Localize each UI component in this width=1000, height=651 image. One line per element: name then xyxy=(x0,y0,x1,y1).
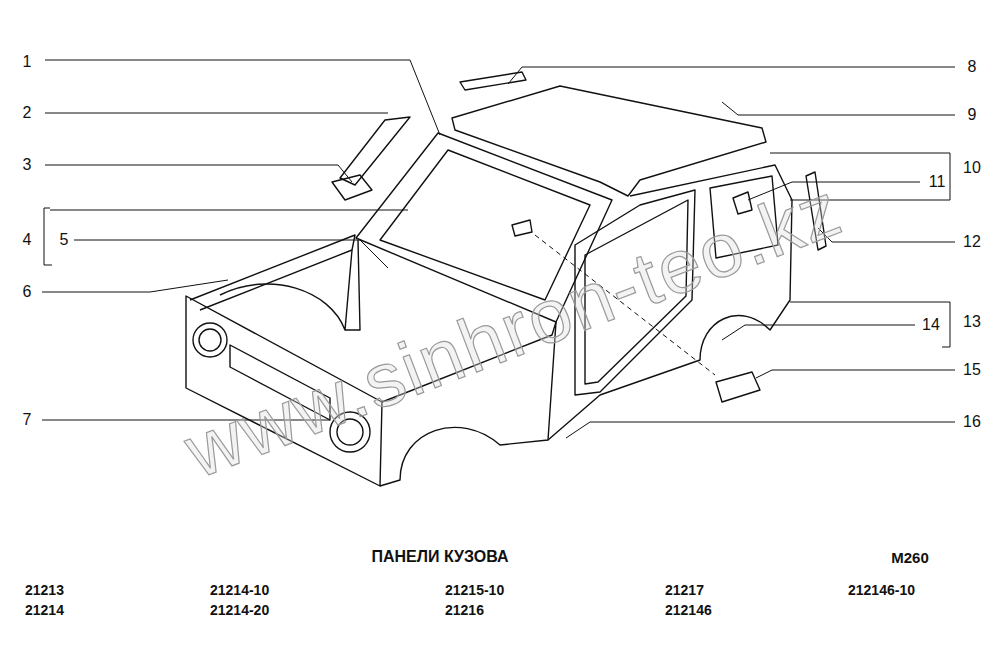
callout-number: 16 xyxy=(961,414,983,430)
sheet-code: M260 xyxy=(891,550,929,565)
model-code: 21214-20 xyxy=(210,603,269,617)
callout-number: 2 xyxy=(21,105,34,121)
model-code: 21216 xyxy=(445,603,484,617)
callout-number: 9 xyxy=(966,107,979,123)
model-code: 212146 xyxy=(665,603,712,617)
model-code: 21214 xyxy=(25,603,64,617)
watermark: www.sinhron-teo.kz xyxy=(175,170,851,490)
callout-number: 4 xyxy=(21,232,34,248)
callout-number: 12 xyxy=(961,234,983,250)
callout-number: 7 xyxy=(21,412,34,428)
callout-number: 1 xyxy=(21,54,34,70)
callout-number: 5 xyxy=(58,232,71,248)
model-code: 21217 xyxy=(665,583,704,597)
callout-number: 6 xyxy=(21,284,34,300)
callout-number: 8 xyxy=(966,59,979,75)
callout-number: 13 xyxy=(961,314,983,330)
callout-number: 3 xyxy=(21,157,34,173)
model-code: 212146-10 xyxy=(848,583,915,597)
model-code: 21213 xyxy=(25,583,64,597)
callout-number: 11 xyxy=(927,174,948,190)
model-code: 21215-10 xyxy=(445,583,504,597)
callout-number: 10 xyxy=(961,160,983,176)
diagram-title: ПАНЕЛИ КУЗОВА xyxy=(371,549,508,565)
model-code: 21214-10 xyxy=(210,583,269,597)
callout-number: 15 xyxy=(961,362,983,378)
callout-number: 14 xyxy=(920,317,942,333)
